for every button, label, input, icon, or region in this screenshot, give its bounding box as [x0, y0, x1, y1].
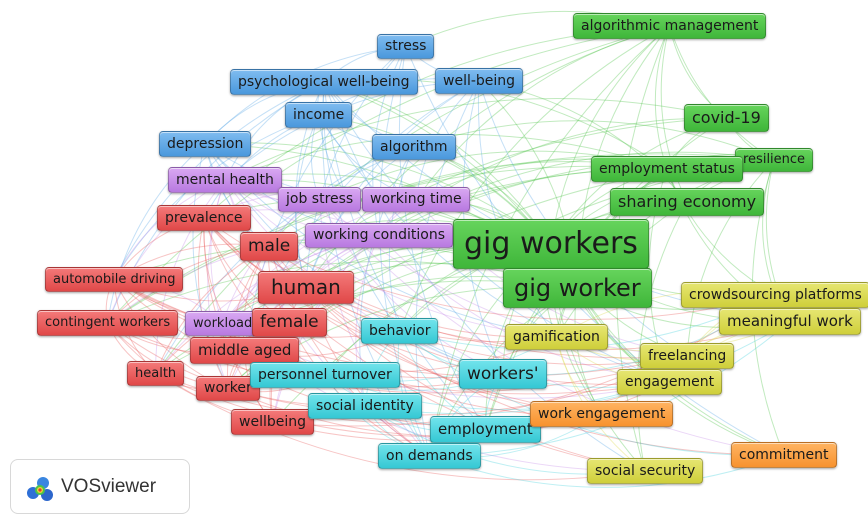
- node-health[interactable]: health: [127, 361, 185, 386]
- link-mental_health-contingent_workers: [107, 179, 226, 324]
- node-gig-workers[interactable]: gig workers: [453, 219, 649, 269]
- link-contingent_workers-freelancing: [107, 322, 688, 394]
- node-social-identity[interactable]: social identity: [308, 393, 422, 419]
- node-engagement[interactable]: engagement: [617, 369, 723, 395]
- node-behavior[interactable]: behavior: [361, 318, 439, 344]
- vosviewer-heatmap-icon: [27, 477, 53, 501]
- link-prevalence-worker: [197, 217, 229, 389]
- node-algorithm[interactable]: algorithm: [372, 134, 456, 160]
- node-covid-19[interactable]: covid-19: [684, 104, 769, 132]
- node-on-demands[interactable]: on demands: [378, 443, 481, 469]
- node-commitment[interactable]: commitment: [731, 442, 837, 468]
- node-social-security[interactable]: social security: [587, 458, 704, 484]
- vosviewer-logo: VOSviewer: [10, 459, 190, 514]
- node-employment[interactable]: employment: [430, 416, 541, 443]
- node-workers-apostrophe[interactable]: workers': [459, 359, 547, 389]
- link-prevalence-middle_aged: [203, 217, 245, 351]
- link-prevalence-social_security: [203, 217, 646, 472]
- link-psych_wb-automobile_driving: [113, 81, 325, 280]
- link-mental_health-workload: [210, 179, 226, 324]
- link-resilience-contingent_workers: [107, 153, 775, 324]
- link-sharing_economy-social_security: [636, 201, 688, 472]
- link-gig_workers-depression: [204, 142, 552, 245]
- link-algorithmic_management-employment_status: [654, 25, 670, 170]
- node-job-stress[interactable]: job stress: [278, 187, 362, 212]
- link-on_demands-commitment: [429, 454, 785, 488]
- link-psych_wb-employment: [323, 81, 486, 430]
- link-resilience-freelancing: [686, 159, 775, 357]
- link-algorithmic_management-contingent_workers: [107, 25, 670, 324]
- link-algorithmic_management-gig_workers: [550, 25, 670, 245]
- node-human[interactable]: human: [258, 271, 354, 304]
- link-well_being-human: [305, 80, 480, 288]
- node-wellbeing[interactable]: wellbeing: [231, 409, 314, 435]
- node-well-being[interactable]: well-being: [435, 68, 524, 94]
- node-automobile-driving[interactable]: automobile driving: [45, 267, 184, 292]
- node-stress[interactable]: stress: [377, 34, 435, 59]
- node-working-conditions[interactable]: working conditions: [305, 223, 454, 248]
- link-resilience-algorithm: [413, 120, 775, 161]
- node-male[interactable]: male: [240, 232, 299, 261]
- node-crowdsourcing-platforms[interactable]: crowdsourcing platforms: [681, 282, 868, 308]
- node-middle-aged[interactable]: middle aged: [190, 337, 300, 364]
- node-personnel-turnover[interactable]: personnel turnover: [250, 362, 400, 388]
- node-workload[interactable]: workload: [185, 311, 261, 336]
- node-depression[interactable]: depression: [159, 131, 252, 157]
- node-work-engagement[interactable]: work engagement: [530, 401, 674, 427]
- node-gig-worker[interactable]: gig worker: [503, 268, 652, 308]
- link-behavior-commitment: [399, 330, 785, 456]
- logo-text: VOSviewer: [61, 476, 157, 497]
- node-prevalence[interactable]: prevalence: [157, 205, 251, 231]
- link-income-engagement: [318, 114, 670, 383]
- link-personnel_turnover-engagement: [324, 374, 670, 411]
- node-employment-status[interactable]: employment status: [591, 156, 743, 182]
- node-income[interactable]: income: [285, 102, 353, 128]
- node-worker[interactable]: worker: [196, 376, 260, 401]
- link-algorithmic_management-resilience: [669, 25, 775, 161]
- node-contingent-workers[interactable]: contingent workers: [37, 310, 179, 336]
- link-automobile_driving-workers_: [113, 279, 504, 379]
- link-resilience-crowdsourcing: [762, 159, 776, 296]
- node-psychological-well-being[interactable]: psychological well-being: [230, 69, 418, 95]
- link-prevalence-workers_: [203, 217, 504, 375]
- node-resilience[interactable]: resilience: [735, 148, 814, 172]
- node-meaningful-work[interactable]: meaningful work: [719, 308, 861, 335]
- node-algorithmic-management[interactable]: algorithmic management: [573, 13, 767, 39]
- link-psych_wb-social_security: [323, 81, 646, 472]
- link-prevalence-personnel_turnover: [203, 217, 326, 376]
- node-female[interactable]: female: [252, 308, 327, 337]
- node-mental-health[interactable]: mental health: [168, 167, 282, 193]
- link-algorithmic_management-behavior: [399, 25, 670, 332]
- link-stress-depression: [204, 46, 406, 145]
- node-working-time[interactable]: working time: [362, 187, 470, 212]
- link-depression-contingent_workers: [107, 143, 206, 324]
- link-covid19-mental_health: [224, 98, 727, 181]
- node-sharing-economy[interactable]: sharing economy: [610, 188, 765, 216]
- node-gamification[interactable]: gamification: [505, 324, 608, 350]
- link-human-freelancing: [305, 287, 688, 366]
- node-freelancing[interactable]: freelancing: [640, 343, 735, 369]
